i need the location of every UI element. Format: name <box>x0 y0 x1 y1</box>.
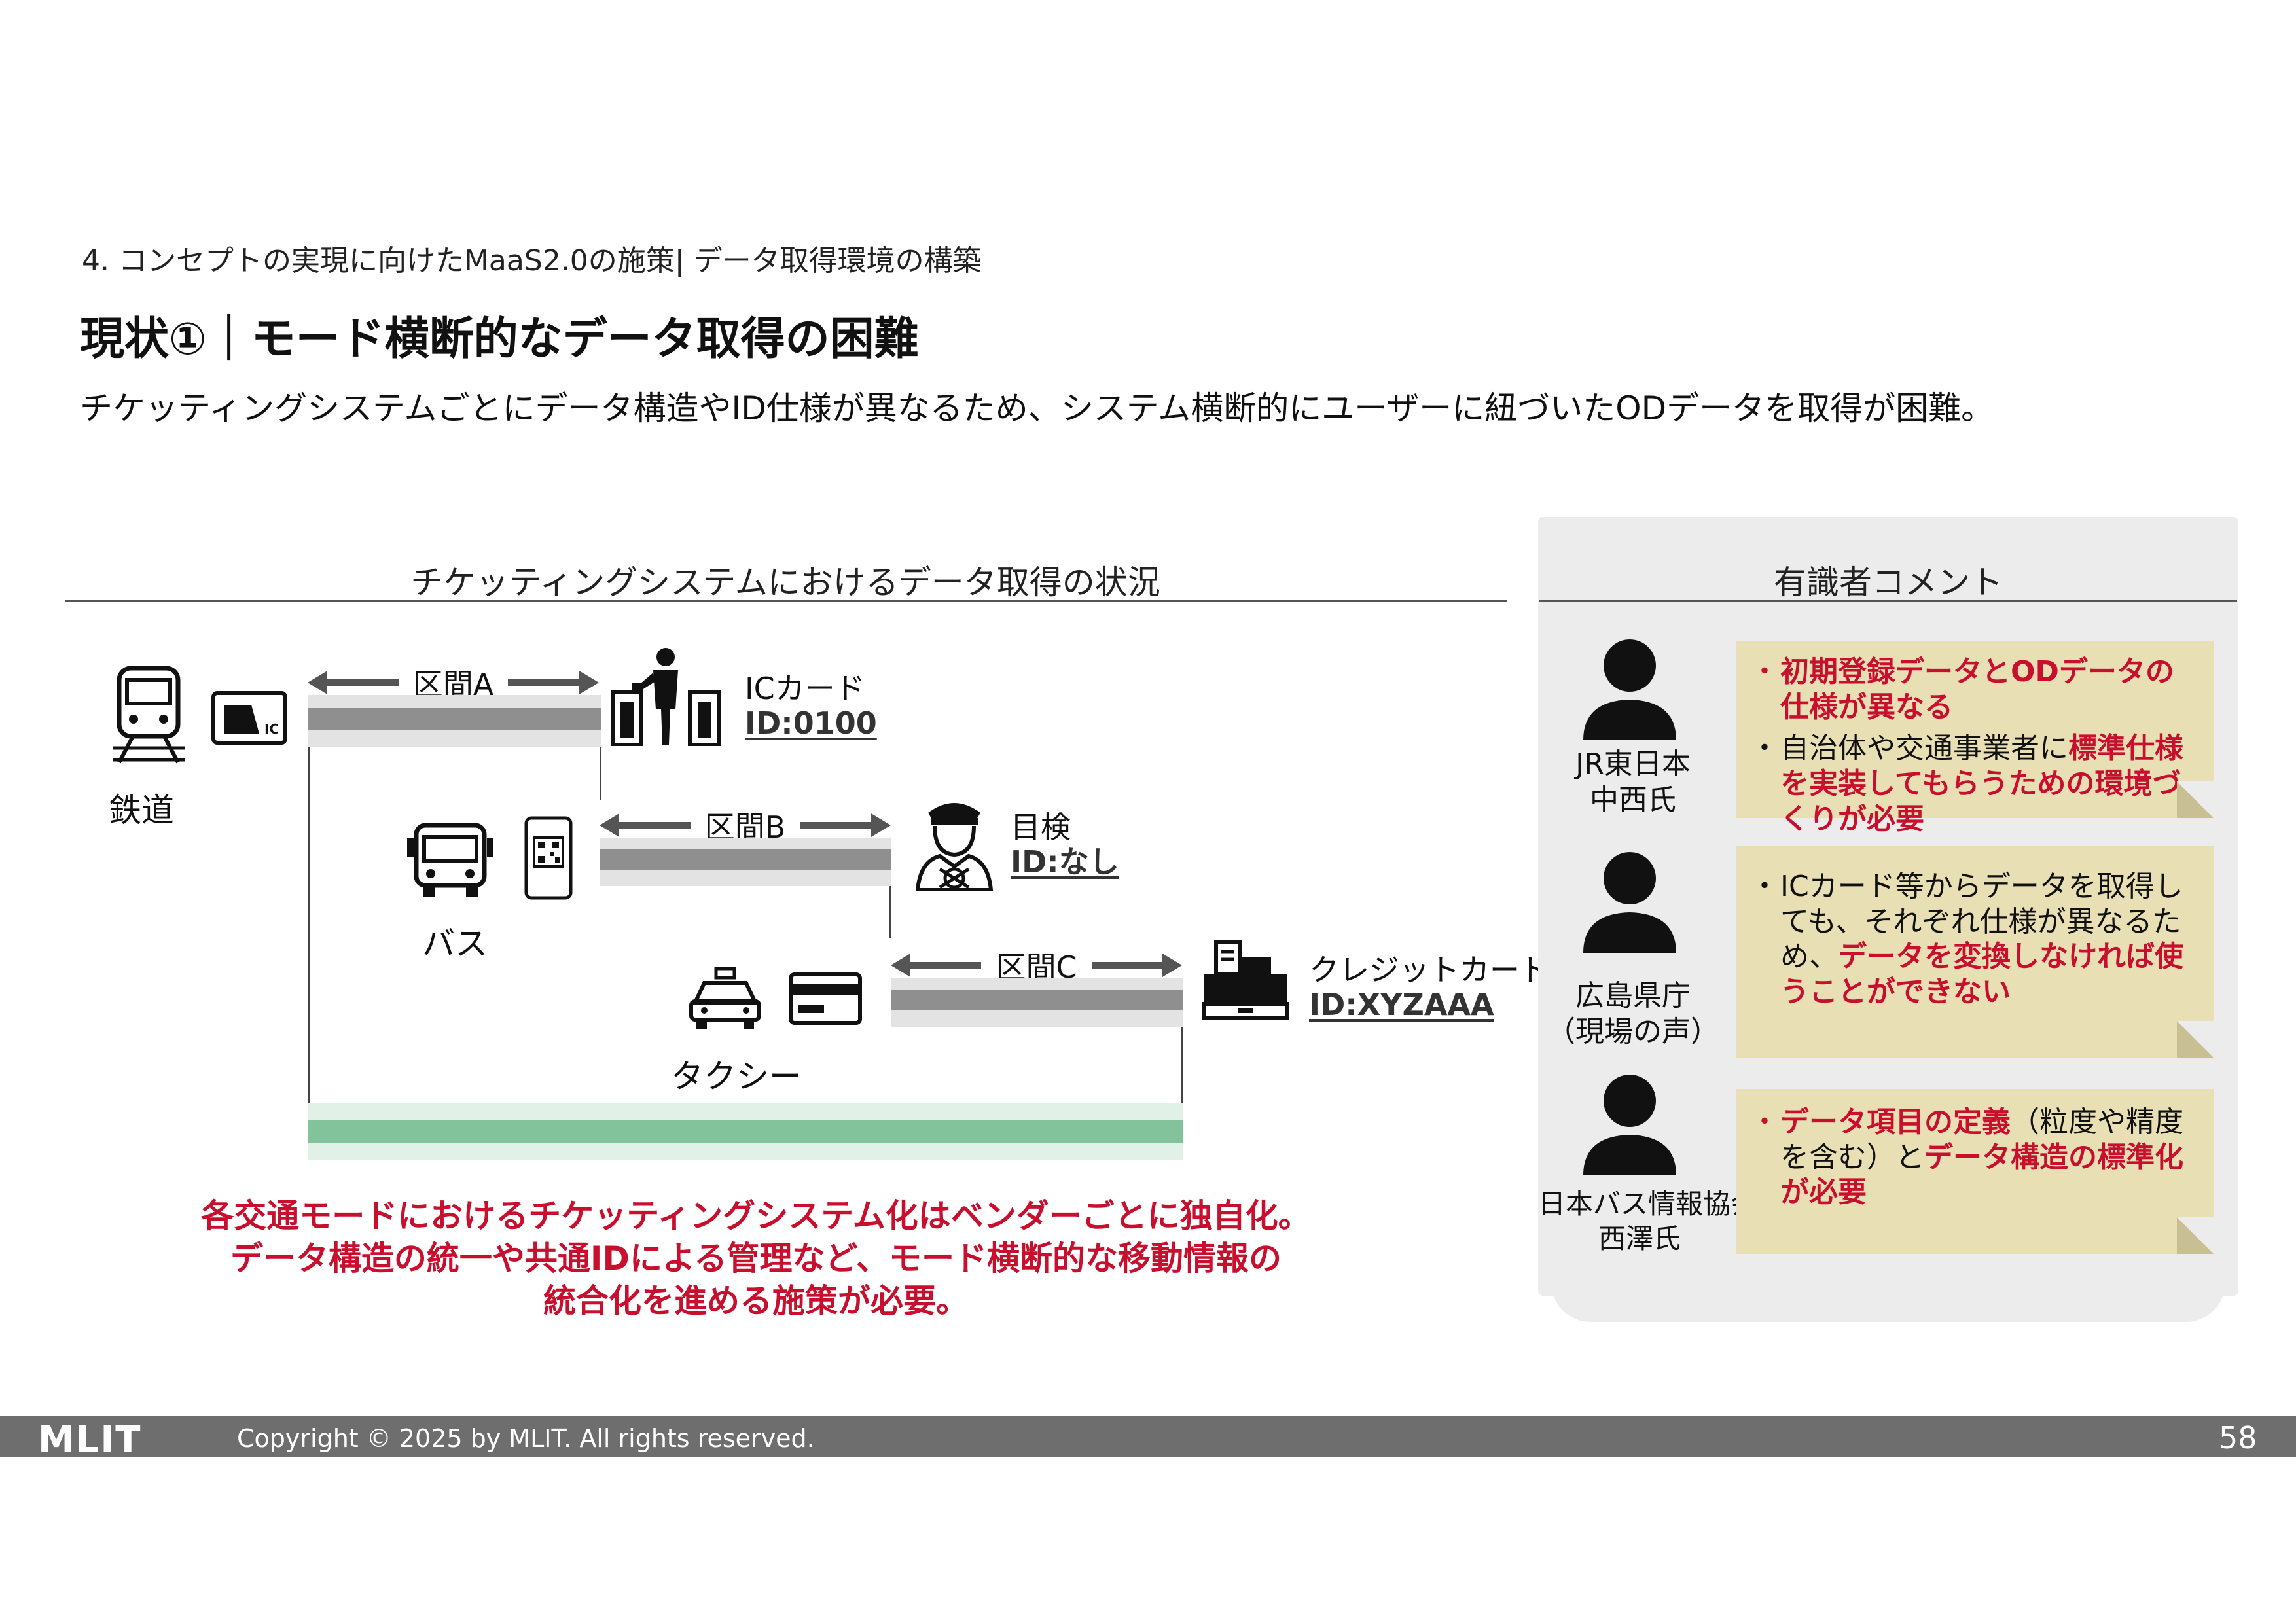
note-fold <box>2177 1021 2214 1058</box>
footer-bar <box>0 1416 2296 1457</box>
bus-icon <box>404 821 496 902</box>
taxi-check-info: クレジットカード ID:XYZAAA <box>1309 953 1550 1022</box>
rail-check-label: ICカード <box>745 671 865 706</box>
conclusion-text: 各交通モードにおけるチケッティングシステム化はベンダーごとに独自化。 データ構造… <box>111 1195 1401 1323</box>
driver-icon <box>914 793 995 894</box>
page-subtitle: チケッティングシステムごとにデータ構造やID仕様が異なるため、システム横断的にユ… <box>80 389 1994 427</box>
comment-1-bullet-2: 自治体や交通事業者に標準仕様を実装してもらうための環境づくりが必要 <box>1750 731 2198 836</box>
breadcrumb: 4. コンセプトの実現に向けたMaaS2.0の施策| データ取得環境の構築 <box>82 244 982 277</box>
expert-name-3: 日本バス情報協会 西澤氏 <box>1538 1188 1759 1255</box>
credit-card-icon <box>789 972 862 1027</box>
person-icon <box>1581 638 1679 745</box>
comments-heading-rule <box>1539 600 2237 602</box>
person-icon <box>1581 1073 1679 1181</box>
ticket-gate-icon <box>610 647 721 749</box>
segment-a-end-rule <box>600 747 601 800</box>
bus-check-label: 目検 <box>1011 810 1071 845</box>
bus-check-info: 目検 ID:なし <box>1011 810 1119 880</box>
segment-c-band-core <box>891 990 1183 1010</box>
page-number: 58 <box>2219 1420 2257 1455</box>
taxi-icon <box>687 966 763 1034</box>
expert-name-2: 広島県庁 （現場の声） <box>1547 979 1719 1048</box>
rail-id-label: ID:0100 <box>745 705 877 741</box>
comment-note-3: データ項目の定義（粒度や精度を含む）とデータ構造の標準化が必要 <box>1736 1089 2214 1254</box>
page-title: 現状①｜モード横断的なデータ取得の困難 <box>80 313 919 365</box>
comment-note-2: ICカード等からデータを取得しても、それぞれ仕様が異なるため、データを変換しなけ… <box>1736 846 2214 1058</box>
comment-2-bullet-1: ICカード等からデータを取得しても、それぞれ仕様が異なるため、データを変換しなけ… <box>1750 869 2198 1010</box>
journey-left-rule <box>308 747 310 1106</box>
conclusion-line-1: 各交通モードにおけるチケッティングシステム化はベンダーごとに独自化。 <box>201 1197 1311 1235</box>
mode-label-rail: 鉄道 <box>109 791 174 829</box>
person-icon <box>1581 851 1679 958</box>
conclusion-line-2: データ構造の統一や共通IDによる管理など、モード横断的な移動情報の <box>230 1240 1282 1277</box>
comment-1-bullet-1: 初期登録データとODデータの仕様が異なる <box>1750 654 2198 724</box>
note-fold <box>2177 1217 2214 1254</box>
diagram-heading: チケッティングシステムにおけるデータ取得の状況 <box>410 563 1160 601</box>
train-icon <box>113 664 185 772</box>
segment-b-end-rule <box>889 886 891 938</box>
segment-a-band-core <box>308 708 601 730</box>
svg-text:IC: IC <box>264 721 279 737</box>
taxi-check-label: クレジットカード <box>1309 952 1550 988</box>
ic-card-icon: IC <box>211 690 288 748</box>
cash-register-icon <box>1202 940 1289 1022</box>
mode-label-taxi: タクシー <box>671 1058 802 1096</box>
integrated-journey-band-core <box>308 1120 1183 1143</box>
comment-note-1: 初期登録データとODデータの仕様が異なる 自治体や交通事業者に標準仕様を実装して… <box>1736 641 2214 836</box>
comments-heading: 有識者コメント <box>1774 563 2003 601</box>
mlit-logo: MLIT <box>38 1419 142 1461</box>
rail-check-info: ICカード ID:0100 <box>745 671 877 741</box>
segment-b-band-core <box>600 849 891 870</box>
comment-3-bullet-1: データ項目の定義（粒度や精度を含む）とデータ構造の標準化が必要 <box>1750 1105 2198 1210</box>
panel-cloud-edge <box>1551 1270 2225 1322</box>
mode-label-bus: バス <box>422 925 488 963</box>
conclusion-line-3: 統合化を進める施策が必要。 <box>543 1282 969 1320</box>
expert-name-1: JR東日本 中西氏 <box>1575 747 1691 817</box>
copyright: Copyright © 2025 by MLIT. All rights res… <box>237 1424 815 1453</box>
note-fold <box>2177 781 2214 818</box>
diagram-heading-rule <box>65 600 1507 602</box>
segment-c-end-rule <box>1181 1027 1183 1106</box>
qr-phone-icon <box>524 815 573 903</box>
bus-id-label: ID:なし <box>1011 844 1119 880</box>
taxi-id-label: ID:XYZAAA <box>1309 986 1494 1022</box>
